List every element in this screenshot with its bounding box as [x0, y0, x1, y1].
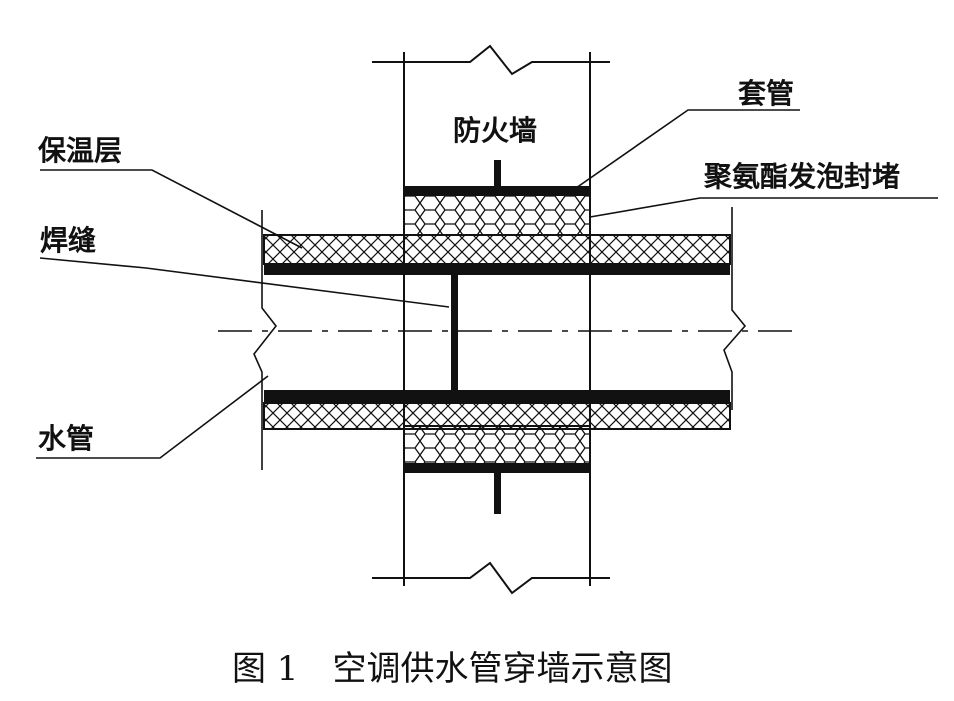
figure-caption: 图 1 空调供水管穿墙示意图	[232, 649, 672, 689]
foam-seal-top	[403, 194, 591, 236]
insulation-bottom	[263, 402, 731, 430]
label-insulation: 保温层	[38, 134, 122, 167]
sleeve-plate-top	[404, 186, 590, 195]
leader-sleeve	[575, 109, 800, 189]
sleeve-rib-top	[494, 160, 501, 188]
leader-foam-seal	[589, 197, 938, 218]
pipe-break-left	[253, 210, 278, 470]
wall-break-top	[372, 44, 610, 76]
label-sleeve: 套管	[738, 77, 794, 110]
wall-break-bottom	[372, 561, 610, 595]
label-weld: 焊缝	[40, 224, 96, 257]
leader-water-pipe	[36, 375, 269, 459]
sleeve-plate-bottom	[404, 464, 590, 473]
label-firewall: 防火墙	[453, 114, 537, 147]
leader-weld	[39, 257, 450, 308]
foam-seal-bottom	[403, 425, 591, 465]
leader-insulation	[40, 169, 303, 249]
pipe-wall-top	[264, 264, 730, 275]
label-foam-seal: 聚氨酯发泡封堵	[703, 160, 900, 193]
pipe-wall-bottom	[264, 390, 730, 403]
sleeve-rib-bottom	[494, 472, 501, 514]
insulation-top	[263, 234, 731, 265]
fire-wall	[372, 44, 610, 595]
label-water-pipe: 水管	[38, 422, 94, 455]
pipe-break-right	[723, 207, 747, 410]
weld-seam	[451, 270, 458, 392]
